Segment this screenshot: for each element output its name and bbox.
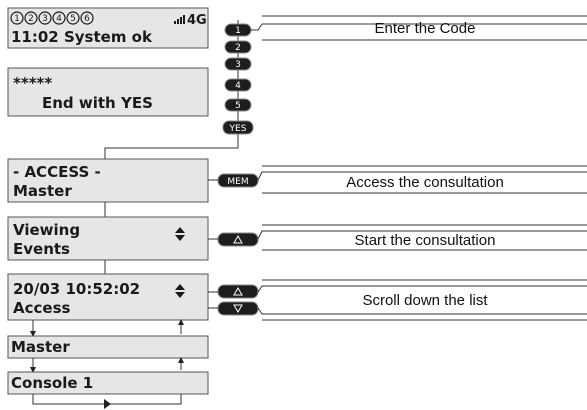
zone-indicator: 1 xyxy=(10,11,24,25)
viewing-subtitle: Events xyxy=(13,240,70,258)
svg-text:MEM: MEM xyxy=(227,177,248,187)
zone-indicators: 1 2 3 4 5 6 xyxy=(10,11,94,25)
lcd-access-screen: - ACCESS - Master xyxy=(7,158,209,203)
connector-line xyxy=(104,134,239,159)
key-yes-button[interactable]: YES xyxy=(222,120,254,135)
lcd-code-screen: ***** End with YES xyxy=(7,67,209,117)
up-key-button[interactable] xyxy=(217,232,259,247)
triangle-up-icon xyxy=(233,286,243,296)
svg-text:4: 4 xyxy=(56,14,62,24)
svg-text:3: 3 xyxy=(235,60,241,70)
lcd-home-screen: 1 2 3 4 5 6 4G 11:02 System ok xyxy=(7,7,209,49)
callout-line xyxy=(257,171,587,181)
list-item-label: Master xyxy=(11,338,70,356)
svg-text:5: 5 xyxy=(235,101,241,111)
lcd-viewing-screen: Viewing Events xyxy=(7,216,209,261)
network-label: 4G xyxy=(187,13,207,28)
triangle-up-icon xyxy=(233,234,243,244)
zone-indicator: 4 xyxy=(52,11,66,25)
arrow-right xyxy=(104,399,111,409)
svg-text:6: 6 xyxy=(84,14,90,24)
zone-indicator: 5 xyxy=(66,11,80,25)
key-4-button[interactable]: 4 xyxy=(224,78,252,92)
svg-text:4: 4 xyxy=(235,81,241,91)
access-user: Master xyxy=(13,182,72,200)
up-down-arrows-icon xyxy=(175,227,185,241)
key-1-button[interactable]: 1 xyxy=(224,23,252,37)
home-status-line: 11:02 System ok xyxy=(11,28,153,46)
step-description-access: Access the consultation xyxy=(346,174,504,191)
signal-bars-icon xyxy=(174,15,185,24)
lcd-list-item-master: Master xyxy=(7,335,209,359)
key-3-button[interactable]: 3 xyxy=(224,57,252,71)
code-instruction: End with YES xyxy=(42,94,153,112)
zone-indicator: 2 xyxy=(24,11,38,25)
callout-line xyxy=(257,285,587,293)
event-type: Access xyxy=(13,299,70,317)
svg-text:3: 3 xyxy=(42,14,48,24)
mem-key-button[interactable]: MEM xyxy=(217,173,259,188)
event-timestamp: 20/03 10:52:02 xyxy=(13,280,140,298)
triangle-down-icon xyxy=(233,304,243,314)
code-mask: ***** xyxy=(13,74,52,92)
lcd-event-screen: 20/03 10:52:02 Access xyxy=(7,273,209,321)
lcd-list-item-console: Console 1 xyxy=(7,371,209,395)
svg-text:2: 2 xyxy=(235,43,241,53)
key-2-button[interactable]: 2 xyxy=(224,40,252,54)
svg-text:1: 1 xyxy=(14,14,20,24)
svg-text:1: 1 xyxy=(235,26,241,36)
step-description-enter-code: Enter the Code xyxy=(375,20,476,37)
viewing-title: Viewing xyxy=(13,221,80,239)
step-description-start: Start the consultation xyxy=(355,232,496,249)
key-5-button[interactable]: 5 xyxy=(224,98,252,112)
callout-line xyxy=(251,23,587,31)
access-title: - ACCESS - xyxy=(13,163,101,181)
zone-indicator: 3 xyxy=(38,11,52,25)
zone-indicator: 6 xyxy=(80,11,94,25)
svg-text:YES: YES xyxy=(229,124,247,134)
scroll-down-key-button[interactable] xyxy=(217,301,259,316)
svg-text:5: 5 xyxy=(70,14,76,24)
scroll-up-key-button[interactable] xyxy=(217,284,259,299)
callout-line xyxy=(257,230,587,240)
up-down-arrows-icon xyxy=(175,284,185,298)
step-description-scroll: Scroll down the list xyxy=(362,292,488,309)
list-item-label: Console 1 xyxy=(11,374,93,392)
svg-text:2: 2 xyxy=(28,14,34,24)
callout-line xyxy=(257,307,587,315)
